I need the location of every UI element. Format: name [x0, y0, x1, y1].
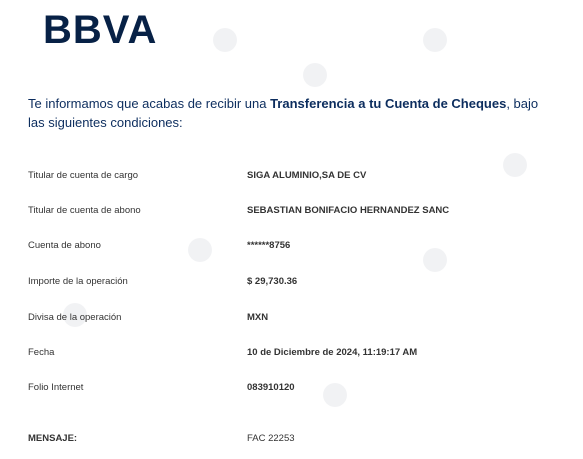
detail-label: Fecha	[28, 347, 55, 358]
watermark-icon	[188, 238, 212, 262]
message-row: MENSAJE: FAC 22253	[28, 433, 558, 447]
intro-text-end: , bajo las siguientes condiciones:	[28, 96, 539, 130]
detail-row-divisa: Divisa de la operación MXN	[28, 312, 558, 326]
detail-value: 083910120	[247, 382, 295, 393]
detail-row-titular-abono: Titular de cuenta de abono SEBASTIAN BON…	[28, 205, 558, 219]
message-label: MENSAJE:	[28, 433, 78, 444]
watermark-icon	[303, 63, 327, 87]
intro-text-start: Te informamos que acabas de recibir una	[28, 96, 271, 111]
detail-label: Titular de cuenta de abono	[28, 205, 141, 216]
detail-row-cuenta-abono: Cuenta de abono ******8756	[28, 240, 558, 254]
detail-row-fecha: Fecha 10 de Diciembre de 2024, 11:19:17 …	[28, 347, 558, 361]
intro-highlight: Transferencia a tu Cuenta de Cheques	[270, 96, 507, 111]
watermark-icon	[423, 28, 447, 52]
bbva-logo-text: BBVA	[43, 10, 157, 46]
detail-value: SEBASTIAN BONIFACIO HERNANDEZ SANC	[247, 205, 450, 216]
watermark-icon	[503, 153, 527, 177]
detail-label: Divisa de la operación	[28, 312, 122, 323]
detail-value: SIGA ALUMINIO,SA DE CV	[247, 170, 367, 181]
bbva-logo-mark: BBVA	[43, 10, 157, 46]
bbva-logo: BBVA	[43, 10, 167, 46]
detail-row-folio: Folio Internet 083910120	[28, 382, 558, 396]
detail-label: Folio Internet	[28, 382, 84, 393]
detail-row-titular-cargo: Titular de cuenta de cargo SIGA ALUMINIO…	[28, 170, 558, 184]
detail-value: 10 de Diciembre de 2024, 11:19:17 AM	[247, 347, 418, 358]
watermark-icon	[63, 303, 87, 327]
detail-value: ******8756	[247, 240, 291, 251]
watermark-icon	[323, 383, 347, 407]
detail-label: Cuenta de abono	[28, 240, 101, 251]
detail-label: Importe de la operación	[28, 276, 128, 287]
watermark-icon	[423, 248, 447, 272]
detail-value: MXN	[247, 312, 269, 323]
detail-value: $ 29,730.36	[247, 276, 298, 287]
detail-label: Titular de cuenta de cargo	[28, 170, 139, 181]
detail-row-importe: Importe de la operación $ 29,730.36	[28, 276, 558, 290]
watermark-icon	[213, 28, 237, 52]
message-value: FAC 22253	[247, 433, 295, 444]
intro-message: Te informamos que acabas de recibir una …	[28, 94, 548, 132]
